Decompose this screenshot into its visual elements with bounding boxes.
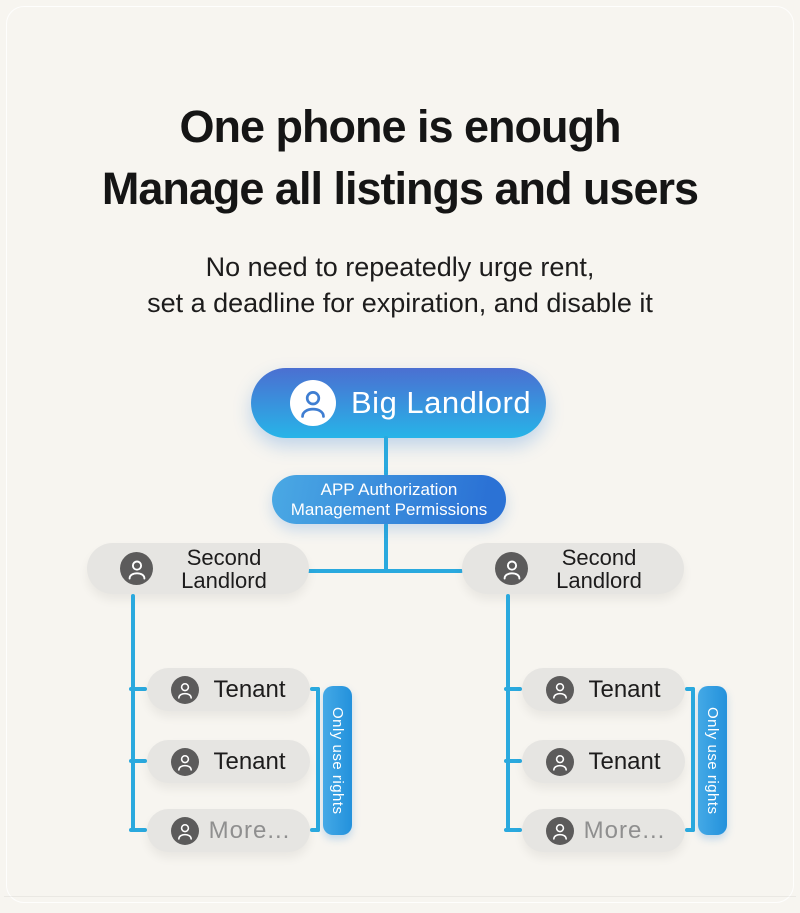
branch-vertical-line <box>131 594 135 832</box>
bottom-edge-line <box>4 896 796 897</box>
parent-label-line-2: Landlord <box>181 567 267 593</box>
bracket-stub <box>685 687 695 691</box>
page-title: One phone is enough Manage all listings … <box>0 96 800 220</box>
tenant-label: Tenant <box>213 675 286 703</box>
user-icon <box>171 816 199 845</box>
parent-label-line-1: Second <box>186 544 262 570</box>
bracket-line <box>691 687 695 832</box>
tenant-label: Tenant <box>213 747 286 775</box>
branch-stub <box>504 759 522 763</box>
subtitle-line-2: set a deadline for expiration, and disab… <box>147 288 653 318</box>
tenant-node: Tenant <box>522 668 685 711</box>
tenant-label: Tenant <box>588 675 661 703</box>
user-icon <box>495 552 528 585</box>
parent-label-line-2: Landlord <box>556 567 642 593</box>
connector-branches-horizontal <box>307 569 463 573</box>
more-label: More... <box>208 816 291 844</box>
only-use-rights-badge: Only use rights <box>323 686 352 835</box>
bracket-stub <box>685 828 695 832</box>
user-icon <box>171 675 199 704</box>
branch-vertical-line <box>506 594 510 832</box>
second-landlord-label: Second Landlord <box>528 546 684 592</box>
second-landlord-node: Second Landlord <box>462 543 684 594</box>
user-icon <box>546 747 574 776</box>
branch-right: Second Landlord Tenant Tenant More... <box>462 543 752 853</box>
branch-stub <box>129 687 147 691</box>
big-landlord-node: Big Landlord <box>251 368 546 438</box>
auth-label-line-2: Management Permissions <box>290 499 488 519</box>
page-subtitle: No need to repeatedly urge rent, set a d… <box>0 249 800 321</box>
subtitle-line-1: No need to repeatedly urge rent, <box>205 252 595 282</box>
user-icon <box>120 552 153 585</box>
only-use-rights-badge: Only use rights <box>698 686 727 835</box>
auth-label-line-1: APP Authorization <box>320 479 458 499</box>
bracket-line <box>316 687 320 832</box>
more-label: More... <box>583 816 666 844</box>
branch-stub <box>504 828 522 832</box>
branch-stub <box>129 759 147 763</box>
second-landlord-node: Second Landlord <box>87 543 309 594</box>
branch-stub <box>504 687 522 691</box>
user-icon <box>290 380 336 426</box>
tenant-node: Tenant <box>147 740 310 783</box>
parent-label-line-1: Second <box>561 544 637 570</box>
tenant-label: Tenant <box>588 747 661 775</box>
user-icon <box>546 675 574 704</box>
connector-root-auth <box>384 436 388 476</box>
second-landlord-label: Second Landlord <box>153 546 309 592</box>
tenant-node: Tenant <box>147 668 310 711</box>
connector-auth-branches <box>384 523 388 571</box>
title-line-2: Manage all listings and users <box>101 163 699 214</box>
more-node: More... <box>147 809 310 852</box>
more-node: More... <box>522 809 685 852</box>
bracket-stub <box>310 828 320 832</box>
branch-stub <box>129 828 147 832</box>
user-icon <box>546 816 574 845</box>
tenant-node: Tenant <box>522 740 685 783</box>
branch-left: Second Landlord Tenant Tenant More... <box>87 543 377 853</box>
title-line-1: One phone is enough <box>179 101 622 152</box>
bracket-stub <box>310 687 320 691</box>
user-icon <box>171 747 199 776</box>
big-landlord-label: Big Landlord <box>351 385 532 420</box>
auth-permissions-node: APP Authorization Management Permissions <box>272 475 506 524</box>
